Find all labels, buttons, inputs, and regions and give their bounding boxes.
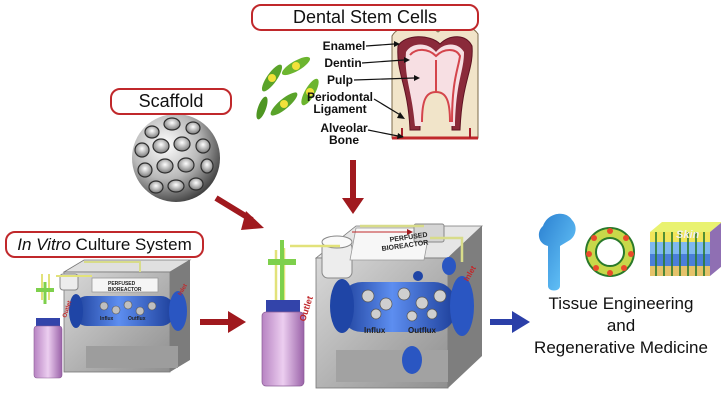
small-outflux-label: Outflux bbox=[128, 316, 146, 322]
small-influx-label: Influx bbox=[100, 316, 114, 322]
tooth-illustration bbox=[391, 25, 479, 140]
small-reactor-title-2: BIOREACTOR bbox=[108, 287, 142, 293]
tooth-label-dentin: Dentin bbox=[324, 56, 362, 70]
outcome-line-3: Regenerative Medicine bbox=[534, 338, 708, 357]
tooth-label-pulp: Pulp bbox=[327, 73, 353, 87]
vessel-ring-icon bbox=[585, 227, 635, 277]
tooth-pointer-heads bbox=[394, 41, 420, 139]
femur-bone-icon bbox=[538, 213, 576, 291]
tooth-label-enamel: Enamel bbox=[322, 39, 366, 53]
flow-arrows-red bbox=[200, 160, 364, 333]
outlet-label: Outlet bbox=[297, 295, 315, 323]
outcome-line-2: and bbox=[606, 316, 636, 335]
dental-stem-cells-label: Dental Stem Cells bbox=[251, 4, 479, 31]
culture-system-title: In Vitro Culture System bbox=[17, 234, 192, 254]
small-inlet-label: Inlet bbox=[178, 283, 189, 297]
skin-layers-icon bbox=[650, 222, 721, 276]
scaffold-sphere bbox=[132, 114, 220, 202]
small-media-bottle bbox=[33, 274, 92, 379]
skin-label: Skin bbox=[676, 229, 700, 241]
outcome-line-1: Tissue Engineering bbox=[548, 294, 694, 313]
small-reactor-title: PERFUSED bbox=[108, 281, 136, 287]
tooth-pointers bbox=[353, 43, 415, 137]
large-media-bottle bbox=[261, 240, 340, 387]
stem-cells-illustration bbox=[256, 56, 319, 120]
result-arrow-blue bbox=[490, 311, 530, 333]
culture-system-label: In Vitro Culture System bbox=[5, 231, 204, 258]
small-outlet-label: Outlet bbox=[62, 300, 73, 318]
large-bioreactor bbox=[314, 223, 484, 389]
small-bioreactor bbox=[59, 259, 192, 373]
scaffold-label: Scaffold bbox=[110, 88, 232, 115]
outflux-label: Outflux bbox=[408, 326, 437, 335]
influx-label: Influx bbox=[364, 326, 386, 335]
